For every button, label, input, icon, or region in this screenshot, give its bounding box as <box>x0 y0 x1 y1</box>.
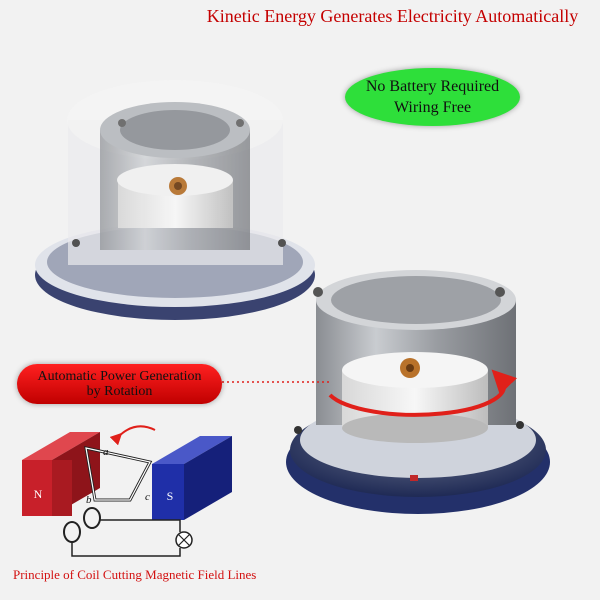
coil-label-b: b <box>86 494 92 506</box>
magnet-south-label: S <box>167 489 174 503</box>
coil-principle-diagram: N S a b c <box>22 425 232 557</box>
no-battery-badge-line2: Wiring Free <box>393 99 472 116</box>
no-battery-badge-line1: No Battery Required <box>365 78 500 95</box>
diagram-caption: Principle of Coil Cutting Magnetic Field… <box>13 567 257 582</box>
auto-generation-badge: Automatic Power Generation by Rotation <box>17 364 222 404</box>
magnet-north-label: N <box>34 487 43 501</box>
auto-generation-badge-line2: by Rotation <box>86 384 153 399</box>
bottom-device <box>286 270 550 514</box>
auto-generation-badge-line1: Automatic Power Generation <box>37 369 202 384</box>
top-device-ghost <box>35 80 315 320</box>
coil-label-a: a <box>103 446 109 458</box>
no-battery-badge: No Battery Required Wiring Free <box>345 68 520 126</box>
coil-label-c: c <box>145 491 150 503</box>
headline: Kinetic Energy Generates Electricity Aut… <box>206 6 579 26</box>
